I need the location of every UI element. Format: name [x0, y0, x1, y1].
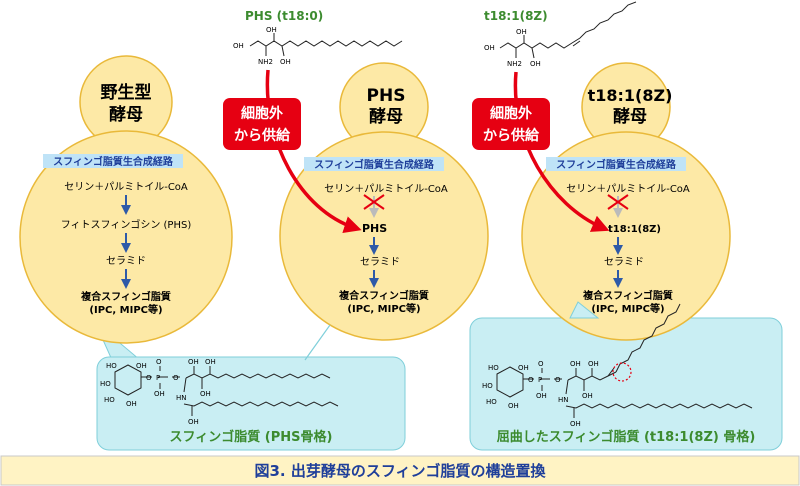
- chem-ho: HO: [486, 398, 497, 406]
- step-complex: 複合スフィンゴ脂質: [338, 289, 429, 302]
- panel-pointer: [304, 324, 331, 361]
- chem-oh: OH: [582, 392, 593, 400]
- figure-caption: 図3. 出芽酵母のスフィンゴ脂質の構造置換: [254, 462, 546, 480]
- cell-label-yeast: 酵母: [369, 106, 403, 127]
- step-complex-sub: (IPC, MIPC等): [89, 303, 162, 316]
- chem-ho: HO: [482, 382, 493, 390]
- chem-oh: OH: [570, 360, 581, 368]
- step-complex-sub: (IPC, MIPC等): [591, 302, 664, 315]
- chem-o: O: [173, 374, 179, 382]
- block-cross: [607, 194, 629, 210]
- title-phs-t180: PHS (t18:0): [245, 9, 323, 23]
- step-complex-sub: (IPC, MIPC等): [347, 302, 420, 315]
- cell-label-t181: t18:1(8Z): [588, 86, 673, 105]
- chem-oh: OH: [188, 418, 199, 426]
- cis-double-bond-marker: [612, 362, 632, 382]
- step-phs: PHS: [362, 222, 387, 235]
- step-serine: セリン＋パルミトイル-CoA: [566, 183, 690, 195]
- step-complex: 複合スフィンゴ脂質: [582, 289, 673, 302]
- chem-oh: OH: [188, 358, 199, 366]
- cell-label-yeast: 酵母: [109, 104, 143, 125]
- step-serine: セリン＋パルミトイル-CoA: [324, 183, 448, 195]
- supply-arrow-phs: [265, 69, 362, 234]
- chem-hn: HN: [176, 394, 187, 402]
- supply-label: 細胞外: [241, 105, 283, 122]
- step-t181: t18:1(8Z): [608, 224, 661, 235]
- chem-ho: HO: [104, 396, 115, 404]
- chem-hn: HN: [558, 396, 569, 404]
- chem-oh: OH: [280, 58, 291, 66]
- cell-phs: [279, 62, 489, 341]
- step-ceramide: セラミド: [106, 255, 146, 267]
- cell-label-yeast: 酵母: [613, 106, 647, 127]
- chem-ho: HO: [488, 364, 499, 372]
- pathway-title: スフィンゴ脂質生合成経路: [556, 158, 677, 171]
- structure-lipid-phs: [114, 364, 339, 416]
- structure-phs-top: [249, 33, 403, 57]
- chem-oh: OH: [516, 28, 527, 36]
- pathway-title: スフィンゴ脂質生合成経路: [314, 158, 435, 171]
- supply-box-t181: 細胞外 から供給: [472, 98, 550, 150]
- supply-label: から供給: [483, 127, 540, 144]
- chem-oh: OH: [518, 364, 529, 372]
- chem-ho: HO: [100, 380, 111, 388]
- chem-oh: OH: [536, 392, 547, 400]
- cell-t181: [521, 62, 731, 341]
- pathway-title-bg: [546, 157, 686, 171]
- chem-oh: OH: [154, 390, 165, 398]
- chem-oh: OH: [266, 26, 277, 34]
- chem-oh: OH: [484, 44, 495, 52]
- supply-box-phs: 細胞外 から供給: [223, 98, 301, 150]
- step-ceramide: セラミド: [604, 256, 644, 268]
- structure-t181-top: [499, 1, 637, 59]
- step-serine: セリン＋パルミトイル-CoA: [64, 181, 188, 193]
- chem-p: P: [538, 376, 542, 384]
- chem-nh2: NH2: [258, 58, 273, 66]
- chem-ho: HO: [106, 362, 117, 370]
- chem-o: O: [538, 360, 544, 368]
- title-t181: t18:1(8Z): [484, 9, 548, 23]
- step-complex: 複合スフィンゴ脂質: [80, 290, 171, 303]
- cell-label-phs: PHS: [367, 86, 406, 106]
- chem-oh: OH: [233, 42, 244, 50]
- structure-lipid-bent: [496, 303, 753, 418]
- lipid-caption-bent: 屈曲したスフィンゴ脂質 (t18:1(8Z) 骨格): [497, 429, 756, 445]
- chem-o: O: [555, 376, 561, 384]
- step-phytosphingosine: フィトスフィンゴシン (PHS): [61, 218, 192, 231]
- lipid-caption-phs: スフィンゴ脂質 (PHS骨格): [170, 429, 333, 445]
- block-cross: [363, 194, 385, 210]
- chem-oh: OH: [570, 420, 581, 428]
- chem-oh: OH: [205, 358, 216, 366]
- chem-p: P: [156, 374, 160, 382]
- chem-oh: OH: [126, 400, 137, 408]
- pathway-title-bg: [304, 157, 444, 171]
- step-ceramide: セラミド: [360, 256, 400, 268]
- chem-oh: OH: [200, 390, 211, 398]
- supply-arrow-t181: [513, 71, 610, 232]
- cell-label-wildtype: 野生型: [101, 82, 152, 103]
- chem-o: O: [156, 358, 162, 366]
- chem-o: O: [528, 376, 534, 384]
- chem-o: O: [146, 374, 152, 382]
- pathway-title: スフィンゴ脂質生合成経路: [53, 155, 174, 168]
- chem-nh2: NH2: [507, 60, 522, 68]
- supply-label: 細胞外: [490, 105, 532, 122]
- chem-oh: OH: [136, 362, 147, 370]
- caption-bar: [0, 455, 800, 486]
- chem-oh: OH: [530, 60, 541, 68]
- panel-pointer-bent: [569, 301, 600, 319]
- chem-oh: OH: [508, 402, 519, 410]
- pathway-title-bg: [43, 154, 183, 168]
- supply-label: から供給: [234, 127, 291, 144]
- chem-oh: OH: [588, 360, 599, 368]
